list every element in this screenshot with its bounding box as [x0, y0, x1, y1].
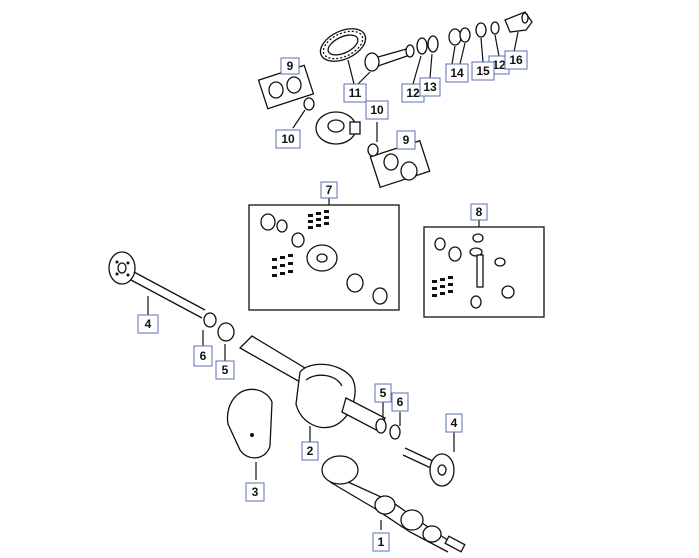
svg-text:12: 12 [492, 58, 506, 72]
svg-text:4: 4 [451, 416, 458, 430]
svg-text:7: 7 [326, 183, 333, 197]
callout-7: 7 [320, 181, 338, 199]
svg-text:6: 6 [397, 395, 404, 409]
callout-4-right: 4 [445, 413, 463, 433]
callout-9-bottom: 9 [396, 130, 416, 150]
svg-text:9: 9 [403, 133, 410, 147]
callout-11: 11 [343, 83, 367, 103]
callout-6-right: 6 [391, 392, 409, 412]
differential-kit-box-7 [248, 204, 400, 311]
svg-text:4: 4 [145, 317, 152, 331]
svg-text:10: 10 [370, 103, 384, 117]
callout-6-left: 6 [193, 345, 213, 367]
svg-text:1: 1 [378, 535, 385, 549]
callout-4-left: 4 [137, 314, 159, 334]
svg-text:11: 11 [349, 86, 362, 100]
svg-text:14: 14 [450, 66, 464, 80]
differential-kit-box-8 [423, 226, 545, 318]
leader-lines [147, 31, 519, 530]
callout-9-top: 9 [280, 57, 300, 75]
drive-shaft [321, 455, 466, 553]
callout-2: 2 [301, 441, 319, 461]
svg-text:3: 3 [252, 485, 259, 499]
differential-cover [226, 388, 273, 459]
axle-housing [238, 335, 401, 440]
differential-case [315, 111, 361, 145]
svg-text:5: 5 [222, 363, 229, 377]
carrier-bearing-left [257, 64, 315, 111]
svg-text:8: 8 [476, 205, 483, 219]
svg-text:5: 5 [380, 386, 387, 400]
pinion-bearing-front [416, 35, 439, 55]
ring-gear [319, 28, 367, 62]
axle-shaft-left [108, 251, 235, 342]
axle-shaft-right [402, 447, 455, 487]
svg-text:13: 13 [423, 80, 437, 94]
callout-13: 13 [419, 77, 441, 97]
svg-text:16: 16 [509, 53, 523, 67]
svg-text:2: 2 [307, 444, 314, 458]
svg-text:12: 12 [406, 86, 420, 100]
callout-15: 15 [471, 61, 495, 81]
callout-10-left: 10 [275, 129, 301, 149]
svg-text:6: 6 [200, 349, 207, 363]
svg-text:9: 9 [287, 59, 294, 73]
callout-16: 16 [504, 50, 528, 70]
svg-text:15: 15 [476, 64, 490, 78]
carrier-bearing-right [367, 139, 431, 189]
callout-1: 1 [372, 532, 390, 552]
svg-text:10: 10 [281, 132, 295, 146]
drive-pinion [364, 44, 415, 72]
callout-5-right: 5 [374, 383, 392, 403]
callout-8: 8 [470, 203, 488, 221]
callout-3: 3 [245, 482, 265, 502]
callout-5-left: 5 [215, 360, 235, 380]
callout-14: 14 [445, 63, 469, 83]
pinion-seal-parts [448, 21, 500, 46]
pinion-yoke [504, 11, 533, 33]
callout-10-right: 10 [365, 100, 389, 120]
